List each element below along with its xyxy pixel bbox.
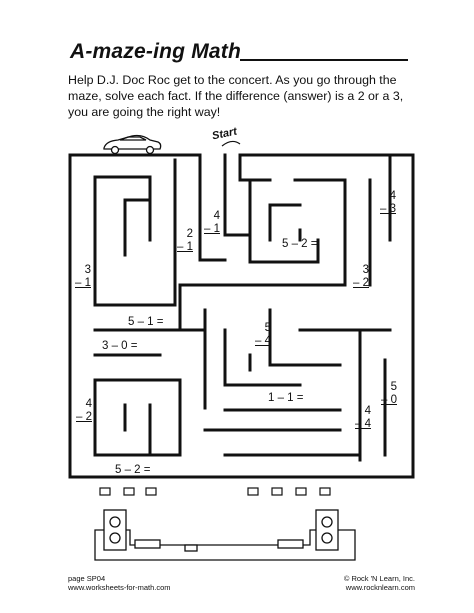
- problem-vertical: 5 – 4: [255, 322, 271, 347]
- stage-icon: [94, 509, 356, 561]
- start-arrow-icon: [221, 140, 241, 147]
- problem-vertical: 4 – 2: [76, 398, 92, 423]
- footer-site-left[interactable]: www.worksheets-for-math.com: [68, 583, 171, 592]
- problem-inline: 1 – 1 =: [268, 392, 304, 404]
- footer-right: © Rock 'N Learn, Inc. www.rocknlearn.com: [325, 574, 415, 592]
- copyright: © Rock 'N Learn, Inc.: [343, 574, 415, 583]
- problem-vertical: 3 – 2: [353, 264, 369, 289]
- footer-site-right[interactable]: www.rocknlearn.com: [345, 583, 415, 592]
- problem-vertical: 5 – 0: [381, 381, 397, 406]
- car-icon: [103, 134, 162, 155]
- page-code: page SP04: [68, 574, 106, 583]
- instructions: Help D.J. Doc Roc get to the concert. As…: [68, 73, 404, 119]
- name-line[interactable]: [240, 59, 408, 61]
- problem-vertical: 4 – 4: [355, 405, 371, 430]
- problem-vertical: 2 – 1: [177, 228, 193, 253]
- worksheet-title: A-maze-ing Math: [70, 40, 241, 63]
- problem-inline: 5 – 2 =: [115, 464, 151, 476]
- footer-left: page SP04 www.worksheets-for-math.com: [68, 574, 171, 592]
- problem-inline: 5 – 2 =: [282, 238, 318, 250]
- problem-vertical: 3 – 1: [75, 264, 91, 289]
- problem-vertical: 4 – 3: [380, 190, 396, 215]
- problem-inline: 3 – 0 =: [102, 340, 138, 352]
- maze-walls: [68, 153, 415, 479]
- stage-lights-icon: [99, 487, 331, 496]
- problem-vertical: 4 – 1: [204, 210, 220, 235]
- problem-inline: 5 – 1 =: [128, 316, 164, 328]
